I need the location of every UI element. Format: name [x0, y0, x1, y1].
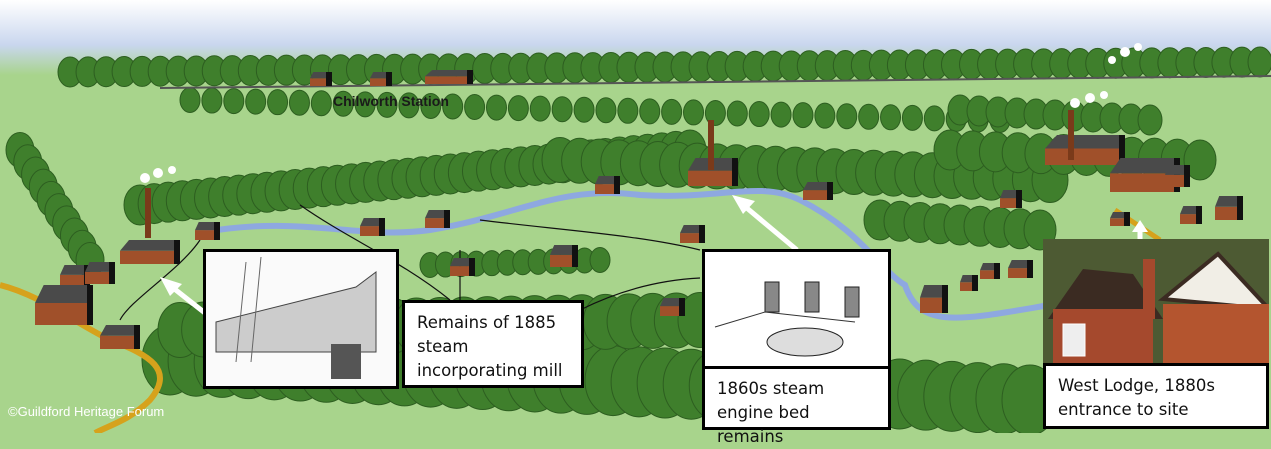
building	[1215, 196, 1243, 220]
tree	[880, 104, 902, 131]
tree	[901, 104, 923, 131]
building	[310, 72, 332, 86]
chimney	[708, 120, 714, 170]
building	[425, 70, 473, 84]
building	[120, 240, 180, 264]
building	[1110, 212, 1130, 226]
building	[1180, 206, 1202, 224]
tree	[1137, 104, 1163, 136]
building	[1165, 165, 1190, 187]
tree	[267, 89, 289, 116]
pointer-arrows	[160, 195, 1148, 315]
tree	[770, 101, 792, 128]
building	[920, 285, 948, 313]
tree	[398, 92, 420, 119]
mill-caption: Remains of 1885 steam incorporating mill	[402, 300, 584, 388]
chimney	[1068, 110, 1074, 160]
tree	[310, 90, 332, 117]
building	[550, 245, 578, 267]
tree	[464, 94, 486, 121]
mill-sketch-image	[206, 252, 396, 386]
copyright-notice: ©Guildford Heritage Forum	[8, 404, 165, 419]
tree	[923, 105, 945, 132]
building	[1000, 190, 1022, 208]
building	[595, 176, 620, 194]
building	[360, 218, 385, 236]
tree	[507, 95, 529, 122]
railway-line	[159, 75, 1271, 89]
tree	[858, 103, 880, 130]
chimney	[145, 188, 151, 238]
buildings	[35, 70, 1243, 349]
tree	[201, 87, 223, 114]
tree	[704, 99, 726, 126]
tree	[1247, 46, 1271, 78]
tree	[639, 98, 661, 125]
building	[803, 182, 833, 200]
tree	[573, 96, 595, 123]
tree	[726, 100, 748, 127]
engine-caption: 1860s steam engine bed remains	[702, 366, 891, 446]
tree	[836, 103, 858, 130]
station-label: Chilworth Station	[333, 93, 449, 109]
building	[450, 258, 475, 276]
engine-sketch-image	[705, 252, 888, 366]
tree	[589, 247, 611, 273]
tree	[1183, 139, 1217, 181]
tree	[748, 101, 770, 128]
tree	[332, 90, 354, 117]
building	[660, 298, 685, 316]
tree	[683, 99, 705, 126]
tree	[551, 96, 573, 123]
tree	[179, 87, 201, 113]
building	[688, 158, 738, 186]
building	[960, 275, 978, 291]
building	[1008, 260, 1033, 278]
tree	[442, 93, 464, 120]
engine-image-box	[702, 249, 891, 369]
tree	[376, 91, 398, 118]
tree	[485, 94, 507, 121]
tree	[420, 92, 442, 119]
building	[195, 222, 220, 240]
building	[1045, 135, 1125, 165]
tree	[595, 97, 617, 124]
building	[85, 262, 115, 284]
building	[35, 285, 93, 325]
tree	[529, 95, 551, 122]
tree	[814, 102, 836, 129]
tree	[354, 91, 376, 118]
building	[425, 210, 450, 228]
tree	[792, 102, 814, 129]
building	[980, 263, 1000, 279]
tree	[245, 88, 267, 115]
mill-image-box	[203, 249, 399, 389]
building	[370, 72, 392, 86]
tree	[223, 88, 245, 115]
building	[680, 225, 705, 243]
lodge-caption: West Lodge, 1880s entrance to site	[1043, 363, 1269, 429]
tree	[288, 89, 310, 116]
building	[100, 325, 140, 349]
lodge-photo-box	[1043, 239, 1269, 365]
river	[204, 187, 1051, 321]
tree	[661, 98, 683, 125]
tree	[617, 97, 639, 124]
west-lodge-photo	[1043, 239, 1269, 365]
chimney-smoke	[140, 43, 1142, 183]
